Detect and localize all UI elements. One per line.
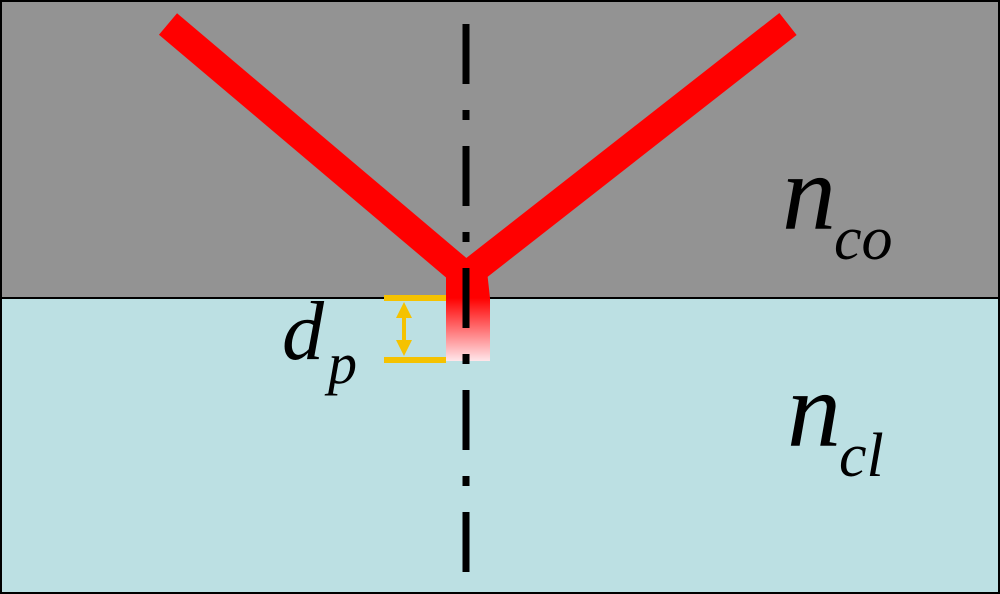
reflected-ray [457,12,797,288]
core-index-symbol: n [782,134,836,253]
penetration-depth-subscript: p [328,331,357,396]
cladding-index-symbol: n [787,351,841,470]
cladding-index-label: ncl [787,357,886,488]
penetration-depth-symbol: d [282,285,324,378]
incident-ray [158,13,476,287]
penetration-depth-marker [384,295,446,363]
depth-marker-arrowhead-down [396,340,412,356]
cladding-region [0,298,1000,594]
core-index-label: nco [782,140,895,271]
cladding-index-subscript: cl [839,422,884,490]
depth-marker-arrowhead-up [396,302,412,318]
core-index-subscript: co [834,205,893,273]
penetration-depth-label: dp [282,290,357,393]
